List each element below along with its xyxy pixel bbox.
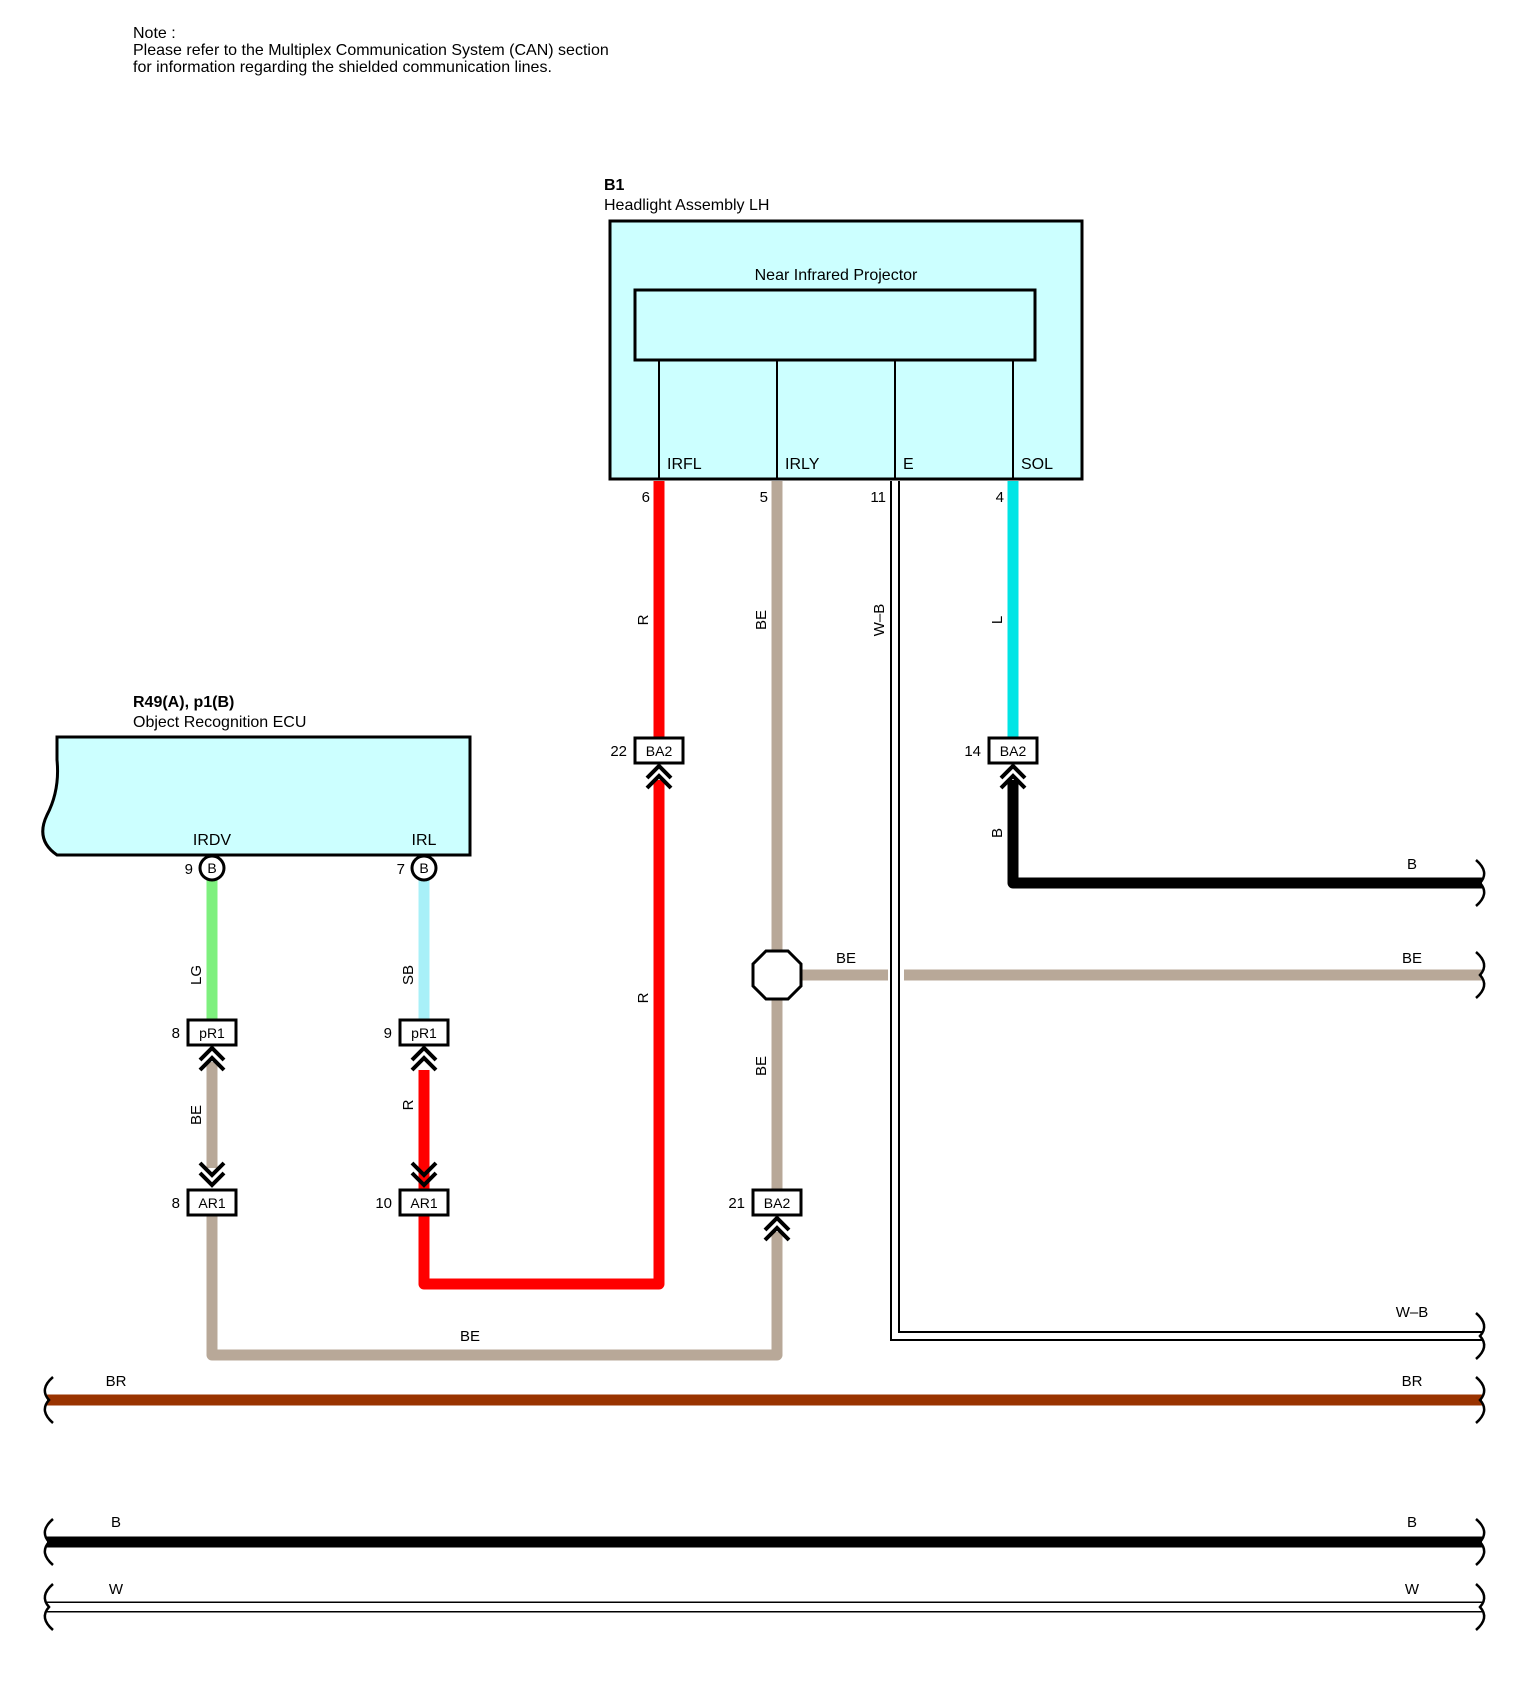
svg-text:pR1: pR1	[411, 1025, 437, 1041]
label-be-lower: BE	[753, 1056, 770, 1076]
label-wb-vertical: W–B	[871, 604, 888, 637]
note-line-2: Please refer to the Multiplex Communicat…	[133, 42, 609, 59]
svg-text:AR1: AR1	[198, 1195, 225, 1211]
connector-ba2-22: BA2 22	[610, 736, 685, 790]
pin-num-11: 11	[870, 489, 886, 506]
headlight-id: B1	[604, 177, 625, 194]
svg-text:8: 8	[172, 1025, 180, 1042]
ecu-terminal-irdv-conn: B	[207, 860, 216, 876]
svg-text:AR1: AR1	[410, 1195, 437, 1211]
note-line-3: for information regarding the shielded c…	[133, 59, 552, 76]
svg-text:21: 21	[728, 1195, 745, 1212]
pin-irdv: IRDV	[193, 832, 232, 849]
break-symbols	[43, 859, 1486, 1631]
label-lg: LG	[188, 965, 205, 985]
pin-sol: SOL	[1021, 456, 1053, 473]
connector-pr1-9: pR1 9	[384, 1018, 450, 1072]
svg-text:9: 9	[384, 1025, 392, 1042]
headlight-name: Headlight Assembly LH	[604, 197, 769, 214]
label-be-upper: BE	[753, 610, 770, 630]
pin-num-5: 5	[760, 489, 768, 506]
ecu-name: Object Recognition ECU	[133, 714, 306, 731]
connector-ar1-10: AR1 10	[375, 1161, 450, 1217]
svg-text:10: 10	[375, 1195, 392, 1212]
label-br-left: BR	[106, 1373, 127, 1390]
ecu-terminal-irdv	[198, 854, 226, 882]
ecu-id: R49(A), p1(B)	[133, 694, 234, 711]
label-be-pr1: BE	[188, 1105, 205, 1125]
pin-num-6: 6	[642, 489, 650, 506]
svg-text:8: 8	[172, 1195, 180, 1212]
label-b-vertical: B	[989, 828, 1006, 838]
pin-e: E	[903, 456, 914, 473]
connector-ar1-8: AR1 8	[172, 1161, 238, 1217]
svg-text:14: 14	[964, 743, 981, 760]
ecu-box	[41, 735, 472, 857]
note-line-1: Note :	[133, 25, 176, 42]
label-r-upper: R	[635, 614, 652, 625]
label-r-pr1: R	[400, 1099, 417, 1110]
label-br-right: BR	[1402, 1373, 1423, 1390]
note: Note : Please refer to the Multiplex Com…	[133, 25, 609, 76]
label-l: L	[989, 616, 1006, 624]
svg-text:BA2: BA2	[764, 1195, 791, 1211]
ecu-pin-num-9: 9	[185, 861, 193, 878]
label-b-bus-left: B	[111, 1514, 121, 1531]
pin-irfl: IRFL	[667, 456, 702, 473]
connector-ba2-14: BA2 14	[964, 736, 1039, 790]
wire-b-right	[1007, 780, 1482, 889]
svg-text:22: 22	[610, 743, 627, 760]
ecu-terminal-irl	[410, 854, 438, 882]
label-r-lower: R	[635, 992, 652, 1003]
wire-be-bottom	[206, 1215, 783, 1361]
ecu-terminal-irl-conn: B	[419, 860, 428, 876]
projector-leads	[658, 360, 1014, 479]
projector-box	[633, 288, 1037, 362]
splice-point	[751, 949, 803, 1001]
label-be-bottom: BE	[460, 1328, 480, 1345]
svg-text:BA2: BA2	[646, 743, 673, 759]
ecu-pin-num-7: 7	[397, 861, 405, 878]
connector-pr1-8: pR1 8	[172, 1018, 238, 1072]
connector-ba2-21: BA2 21	[728, 1188, 803, 1242]
label-sb: SB	[400, 965, 417, 985]
label-be-branch-left: BE	[836, 950, 856, 967]
pin-irl: IRL	[412, 832, 437, 849]
wire-wb	[890, 481, 1482, 1341]
label-w-bus-left: W	[109, 1581, 124, 1598]
svg-text:pR1: pR1	[199, 1025, 225, 1041]
pin-num-4: 4	[996, 489, 1004, 506]
label-be-branch-right: BE	[1402, 950, 1422, 967]
svg-text:BA2: BA2	[1000, 743, 1027, 759]
label-b-bus-right: B	[1407, 1514, 1417, 1531]
label-w-bus-right: W	[1405, 1581, 1420, 1598]
projector-label: Near Infrared Projector	[755, 267, 918, 284]
pin-irly: IRLY	[785, 456, 820, 473]
label-wb-right: W–B	[1396, 1304, 1429, 1321]
wire-labels: R R BE BE W–B L B LG SB BE R B BE BE BE …	[106, 604, 1429, 1598]
label-b-right: B	[1407, 856, 1417, 873]
